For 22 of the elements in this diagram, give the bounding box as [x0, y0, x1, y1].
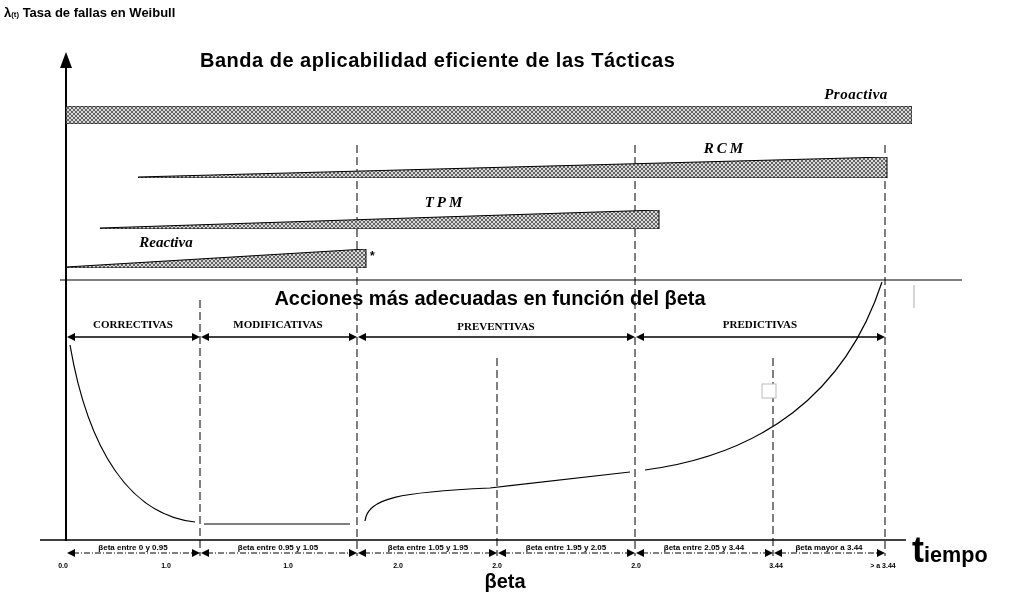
band-label: Proactiva [824, 86, 888, 103]
phase-label: PREVENTIVAS [457, 320, 535, 333]
footnote-mark: * [370, 250, 375, 264]
chart-title: Banda de aplicabilidad eficiente de las Tácticas [200, 49, 676, 72]
axis-title: βeta [484, 570, 526, 592]
section-heading: Acciones más adecuadas en función del βeta [274, 287, 706, 309]
band-label: TPM [424, 194, 466, 211]
hatched-wedge [66, 249, 367, 268]
phase-label: CORRECTIVAS [93, 318, 173, 331]
hatched-bar [66, 106, 912, 124]
range-label: βeta entre 0 y 0.95 [98, 544, 168, 553]
phase-label: MODIFICATIVAS [233, 318, 323, 331]
hatched-wedge [100, 210, 660, 229]
band-label: RCM [703, 140, 747, 157]
range-label: βeta entre 2.05 y 3.44 [663, 544, 745, 553]
range-label: βeta mayor a 3.44 [795, 544, 863, 553]
band-label: Reactiva [139, 234, 193, 251]
phase-label: PREDICTIVAS [722, 318, 798, 331]
range-label: βeta entre 0.95 y 1.05 [237, 544, 319, 553]
range-label: βeta entre 1.05 y 1.95 [387, 544, 469, 553]
range-label: βeta entre 1.95 y 2.05 [525, 544, 607, 553]
hatched-wedge [138, 157, 888, 178]
